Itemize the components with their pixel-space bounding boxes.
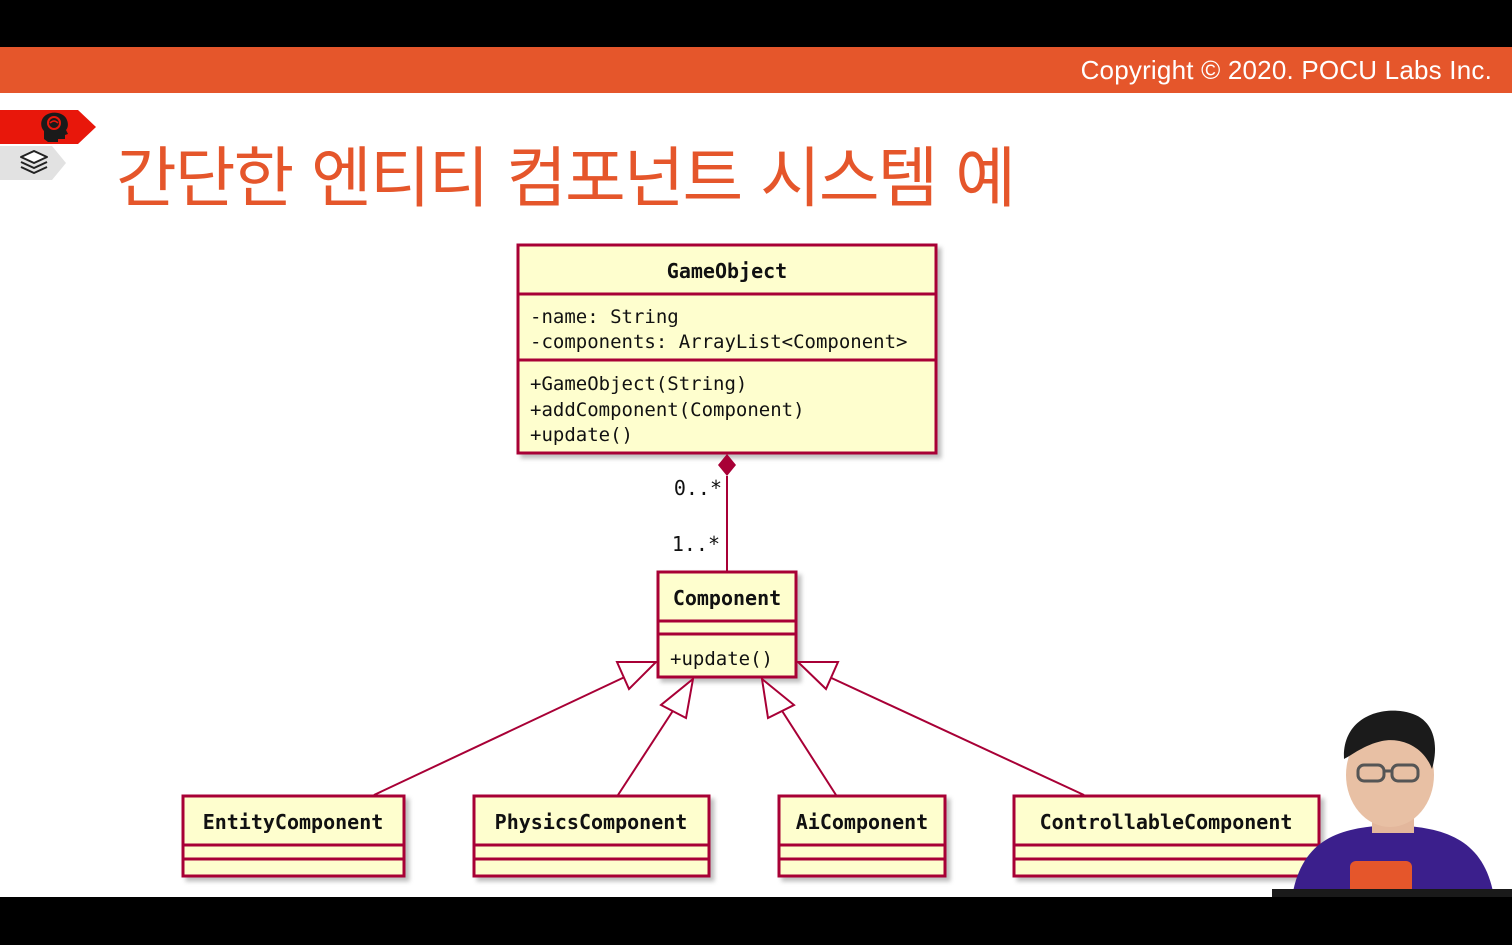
- multiplicity-owner: 0..*: [674, 476, 722, 500]
- class-gameobject: GameObject -name: String -components: Ar…: [516, 243, 938, 455]
- letterbox-bottom: [0, 897, 1512, 945]
- attribute-name: -name: String: [530, 306, 679, 328]
- slide: Copyright © 2020. POCU Labs Inc. 간단한 엔티티…: [0, 47, 1512, 897]
- multiplicity-part: 1..*: [672, 532, 720, 556]
- layers-stack-icon: [20, 150, 48, 174]
- presenter-video: [1272, 710, 1512, 897]
- inheritance-arrow-ai: [760, 676, 796, 720]
- class-name-controllable-component: ControllableComponent: [1040, 810, 1293, 834]
- method-add-component: +addComponent(Component): [530, 399, 805, 421]
- inheritance-arrow-entity: [615, 661, 659, 691]
- composition-diamond: [718, 454, 736, 476]
- class-name-gameobject: GameObject: [667, 259, 787, 283]
- brain-head-icon: [41, 112, 68, 142]
- class-name-physics-component: PhysicsComponent: [495, 810, 688, 834]
- class-ai-component: AiComponent: [777, 794, 947, 878]
- inheritance-relations: [373, 661, 1085, 796]
- attribute-components: -components: ArrayList<Component>: [530, 331, 908, 353]
- class-name-ai-component: AiComponent: [796, 810, 928, 834]
- slide-title: 간단한 엔티티 컴포넌트 시스템 예: [116, 140, 1016, 217]
- composition-relation: 0..* 1..*: [672, 454, 736, 572]
- inheritance-arrow-physics: [659, 676, 695, 720]
- copyright-text: Copyright © 2020. POCU Labs Inc.: [1080, 55, 1492, 85]
- class-name-component: Component: [673, 586, 781, 610]
- class-entity-component: EntityComponent: [181, 794, 406, 878]
- class-physics-component: PhysicsComponent: [472, 794, 711, 878]
- letterbox-top: [0, 0, 1512, 47]
- class-name-entity-component: EntityComponent: [203, 810, 384, 834]
- inheritance-arrow-controllable: [795, 661, 840, 691]
- method-constructor: +GameObject(String): [530, 373, 747, 395]
- class-component: Component +update(): [656, 570, 798, 679]
- class-controllable-component: ControllableComponent: [1012, 794, 1321, 878]
- uml-class-diagram: GameObject -name: String -components: Ar…: [181, 243, 1321, 878]
- method-update: +update(): [530, 424, 633, 446]
- header-bar: Copyright © 2020. POCU Labs Inc.: [0, 47, 1512, 93]
- component-method-update: +update(): [670, 648, 773, 670]
